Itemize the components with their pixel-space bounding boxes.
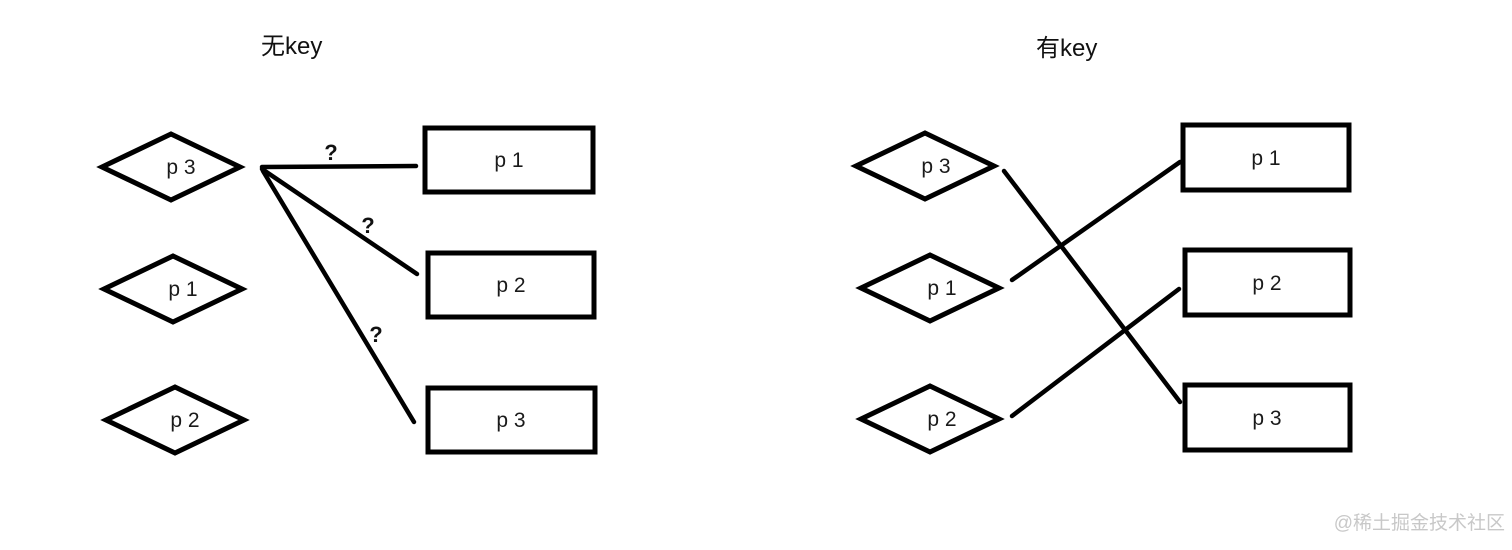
no-key-new-rect-p1 [422, 125, 596, 195]
with-key-new-rect-p1 [1180, 122, 1352, 193]
no-key-old-diamond-p3 [96, 131, 246, 203]
with-key-edge-p2-to-p2 [1009, 286, 1182, 419]
with-key-old-label-p3: p 3 [921, 155, 950, 178]
with-key-new-label-p3: p 3 [1252, 407, 1281, 430]
with-key-old-diamond-p3 [850, 130, 1000, 202]
panel-no-key: 无key p 3 p 1 p 2 ? ? ? p 1 p 2 p 3 [96, 33, 598, 456]
no-key-edge-p3-to-p2 [259, 166, 420, 277]
no-key-old-label-p1: p 1 [168, 278, 197, 301]
no-key-title: 无key [261, 33, 322, 60]
with-key-old-diamond-p1 [855, 252, 1005, 324]
no-key-old-label-p2: p 2 [170, 409, 199, 432]
no-key-edge-p3-to-p1 [259, 163, 419, 170]
no-key-edge-label-2: ? [361, 213, 374, 238]
with-key-old-label-p2: p 2 [927, 408, 956, 431]
no-key-new-label-p3: p 3 [496, 409, 525, 432]
no-key-old-diamond-p1 [98, 253, 248, 325]
no-key-edge-label-3: ? [369, 322, 382, 347]
with-key-old-diamond-p2 [855, 383, 1005, 455]
no-key-edge-p3-to-p3 [260, 168, 417, 425]
with-key-new-rect-p2 [1182, 247, 1353, 318]
no-key-new-rect-p3 [425, 385, 598, 455]
with-key-new-rect-p3 [1182, 382, 1353, 453]
no-key-old-diamond-p2 [100, 384, 250, 456]
panel-with-key: 有key p 3 p 1 p 2 p 1 p 2 p 3 [850, 35, 1353, 455]
with-key-new-label-p2: p 2 [1252, 272, 1281, 295]
no-key-new-rect-p2 [425, 250, 597, 320]
no-key-edge-label-1: ? [324, 140, 337, 165]
with-key-edge-p1-to-p1 [1009, 159, 1183, 283]
no-key-old-label-p3: p 3 [166, 156, 195, 179]
with-key-old-label-p1: p 1 [927, 277, 956, 300]
with-key-edge-p3-to-p3 [1001, 168, 1183, 405]
juejin-watermark: @稀土掘金技术社区 [1334, 512, 1505, 534]
with-key-title: 有key [1036, 35, 1097, 62]
no-key-new-label-p2: p 2 [496, 274, 525, 297]
with-key-new-label-p1: p 1 [1251, 147, 1280, 170]
no-key-new-label-p1: p 1 [494, 149, 523, 172]
